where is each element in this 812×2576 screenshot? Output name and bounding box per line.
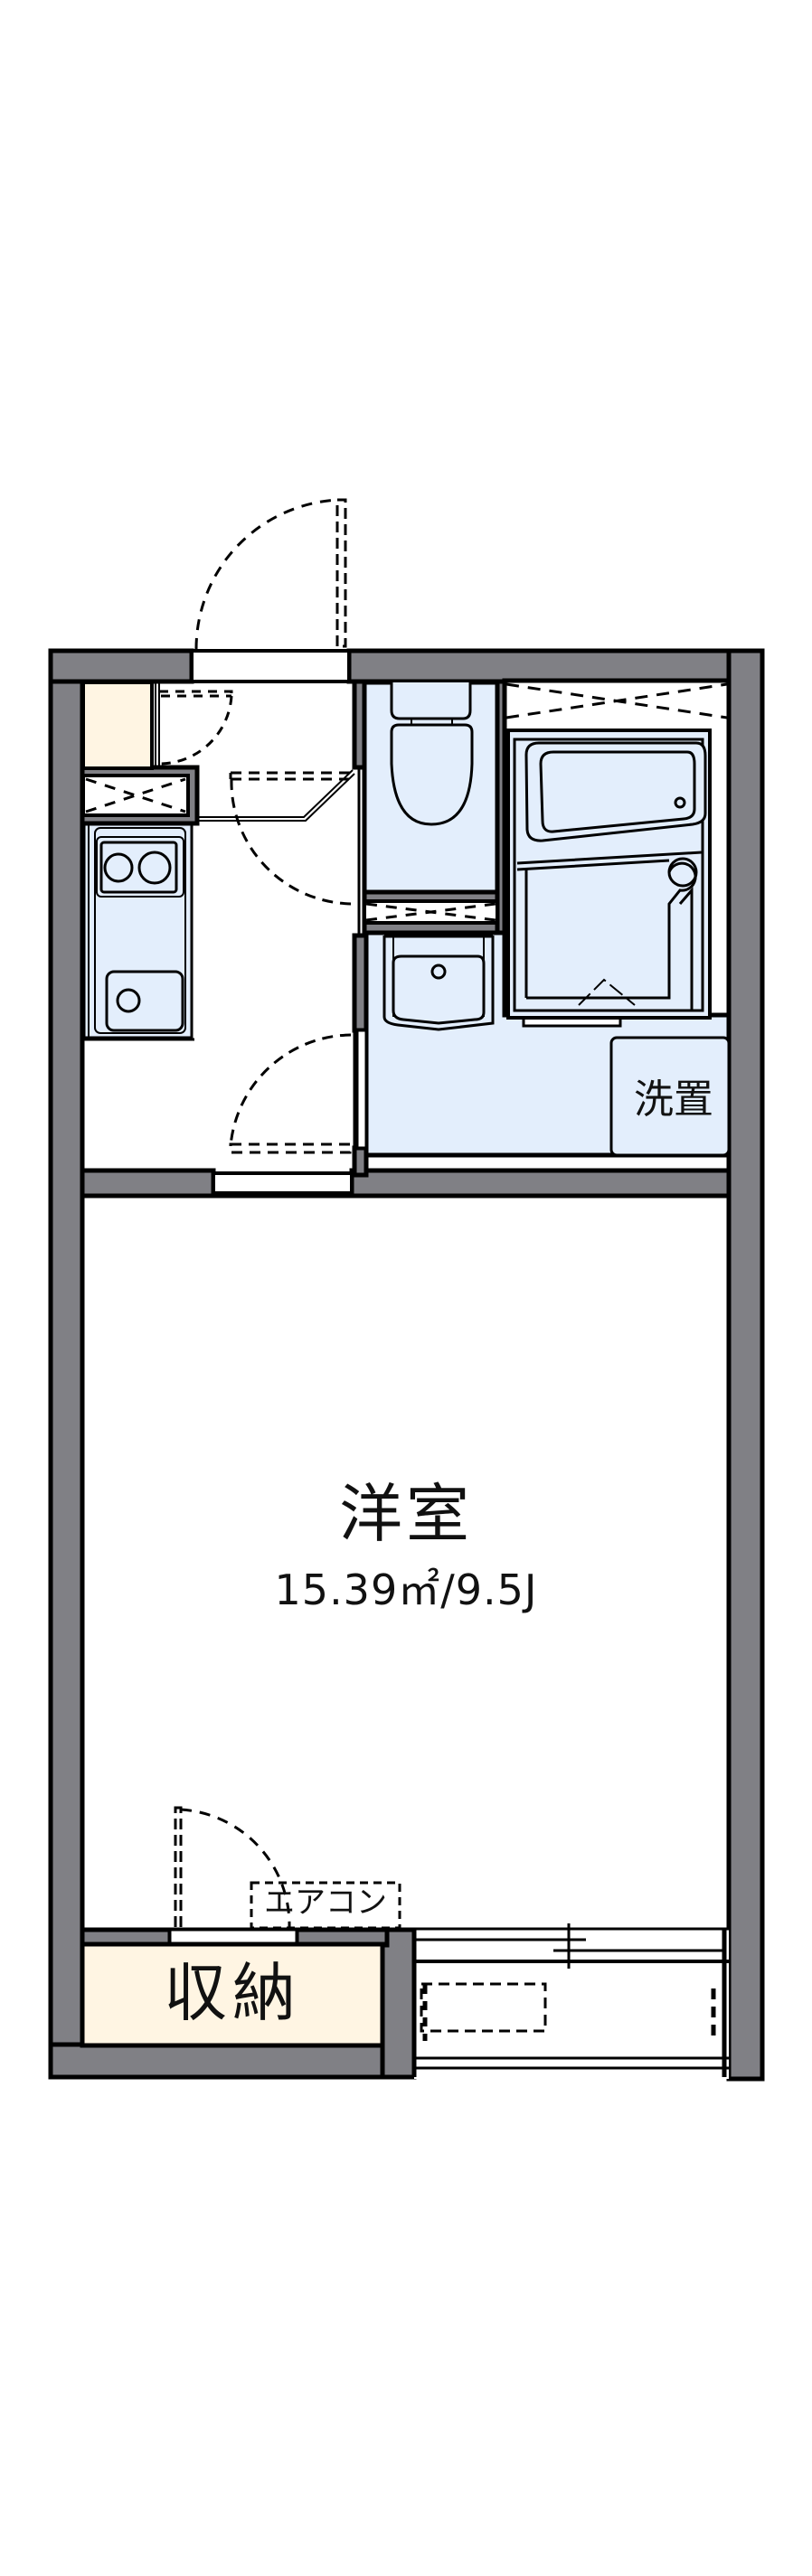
walls [48, 648, 765, 2082]
laundry-machine-space [609, 1036, 731, 1157]
washbasin [382, 935, 495, 1031]
air-conditioner-label: エアコン [264, 1885, 387, 1921]
storage-closet [80, 1941, 385, 2048]
bath-upper-cabinet [505, 682, 728, 719]
room-name-western: 洋室 [339, 1477, 473, 1551]
unit-bath [506, 729, 712, 1020]
stove-burners [99, 841, 178, 894]
storage-door [168, 1806, 298, 1945]
kitchen-counter [82, 823, 194, 1041]
upper-cabinet [363, 899, 499, 925]
drain-icon [116, 988, 141, 1013]
entrance-door [190, 498, 351, 683]
laundry-space-label: 洗置 [634, 1076, 713, 1123]
refrigerator-space [81, 774, 190, 817]
air-conditioner-box [250, 1881, 401, 1930]
storage-label: 収納 [164, 1956, 301, 2030]
main-room [82, 1196, 729, 1930]
shoe-cabinet [81, 681, 154, 770]
kitchen-sink [105, 970, 184, 1032]
balcony-window [411, 1923, 729, 2079]
burner-icon [103, 852, 134, 883]
toilet [390, 682, 474, 826]
burner-icon [137, 851, 172, 885]
room-area-label: 15.39㎡/9.5J [274, 1565, 538, 1614]
